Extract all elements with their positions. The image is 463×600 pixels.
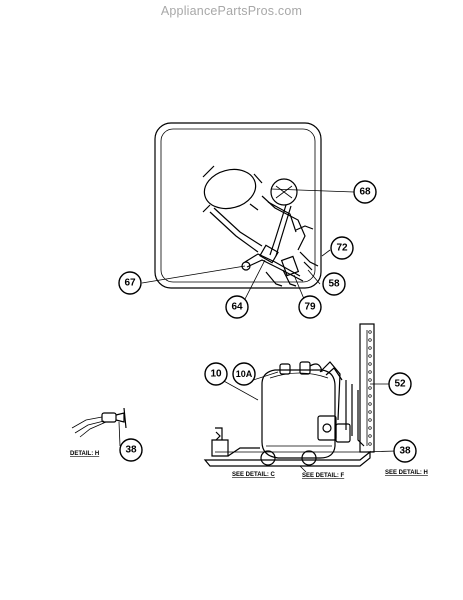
callout-72[interactable]: 72 [330, 236, 354, 260]
callout-64[interactable]: 64 [225, 295, 249, 319]
callout-67-label: 67 [124, 278, 136, 289]
caption-see-detail-f[interactable]: SEE DETAIL: F [302, 473, 345, 479]
rail-hole [368, 346, 372, 350]
rail-hole [368, 394, 372, 398]
rail-hole [368, 370, 372, 374]
rail-hole [368, 418, 372, 422]
watermark: AppliancePartsPros.com [160, 4, 303, 18]
rail-hole [368, 426, 372, 430]
callout-64-label: 64 [231, 302, 243, 313]
upper-tubing [202, 165, 319, 287]
condenser-rail-holes [368, 330, 372, 446]
callout-10-label: 10 [210, 369, 222, 380]
rail-hole [368, 378, 372, 382]
upper-leader-lines [141, 188, 355, 304]
rail-hole [368, 386, 372, 390]
lower-leader-lines [221, 371, 397, 473]
caption-see-detail-h[interactable]: SEE DETAIL: H [385, 470, 428, 476]
callout-10a-label: 10A [236, 369, 253, 379]
rail-hole [368, 354, 372, 358]
detail-h-part [71, 407, 127, 447]
callout-52[interactable]: 52 [388, 372, 412, 396]
caption-see-detail-c[interactable]: SEE DETAIL: C [232, 472, 276, 478]
callout-52-label: 52 [394, 379, 406, 390]
compressor-assembly [203, 323, 375, 467]
callout-72-label: 72 [336, 243, 348, 254]
callout-67[interactable]: 67 [118, 271, 142, 295]
callout-38-left[interactable]: 38 [119, 438, 143, 462]
callout-38-right-label: 38 [399, 446, 411, 457]
evaporator-frame [154, 122, 322, 289]
callout-68[interactable]: 68 [353, 180, 377, 204]
callout-58-label: 58 [328, 279, 340, 290]
rail-hole [368, 402, 372, 406]
callout-10a[interactable]: 10A [232, 362, 256, 386]
callout-38-left-label: 38 [125, 445, 137, 456]
rail-hole [368, 362, 372, 366]
callout-10[interactable]: 10 [204, 362, 228, 386]
callout-79-label: 79 [304, 302, 316, 313]
rail-hole [368, 442, 372, 446]
caption-detail-h: DETAIL: H [70, 451, 99, 457]
rail-hole [368, 434, 372, 438]
rail-hole [368, 330, 372, 334]
rail-hole [368, 338, 372, 342]
callout-79[interactable]: 79 [298, 295, 322, 319]
rail-hole [368, 410, 372, 414]
callout-38-right[interactable]: 38 [393, 439, 417, 463]
callout-68-label: 68 [359, 187, 371, 198]
callout-58[interactable]: 58 [322, 272, 346, 296]
